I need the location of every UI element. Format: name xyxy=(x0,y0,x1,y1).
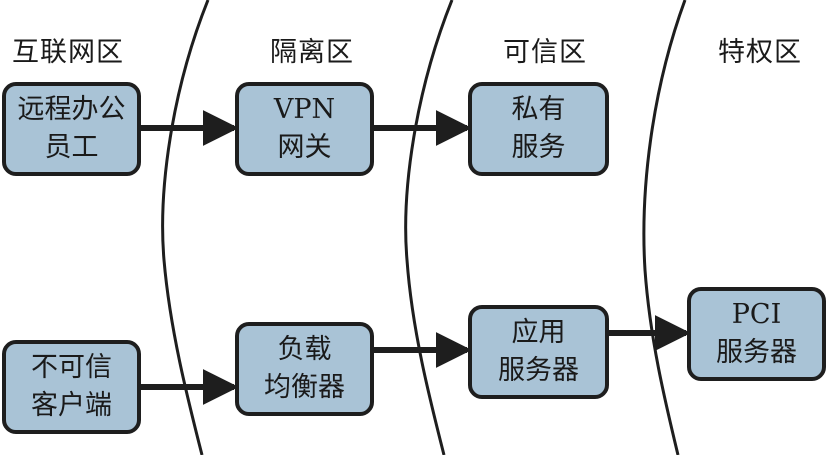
node-app-server: 应用 服务器 xyxy=(468,305,609,399)
node-untrusted-client-line-2: 客户端 xyxy=(31,390,112,421)
node-vpn-gateway-line-1: VPN xyxy=(273,94,336,125)
node-private-service-line-1: 私有 xyxy=(511,94,566,125)
node-pci-server-line-1: PCI xyxy=(731,299,782,330)
node-app-server-line-1: 应用 xyxy=(511,317,566,348)
node-vpn-gateway: VPN 网关 xyxy=(235,82,374,176)
zone-label-dmz: 隔离区 xyxy=(270,37,354,68)
node-load-balancer-line-2: 均衡器 xyxy=(264,372,345,403)
zone-label-trusted: 可信区 xyxy=(503,37,587,68)
zone-label-internet: 互联网区 xyxy=(12,37,124,68)
zone-boundary-internet-dmz xyxy=(161,0,210,455)
node-load-balancer: 负载 均衡器 xyxy=(235,322,374,416)
node-vpn-gateway-line-2: 网关 xyxy=(277,132,332,163)
node-untrusted-client-line-1: 不可信 xyxy=(31,352,112,383)
node-private-service: 私有 服务 xyxy=(468,82,609,176)
node-remote-worker: 远程办公 员工 xyxy=(2,82,141,176)
node-remote-worker-line-2: 员工 xyxy=(44,132,99,163)
zone-boundary-dmz-trusted xyxy=(404,0,454,455)
zone-boundary-trusted-privileged xyxy=(642,0,687,455)
node-remote-worker-line-1: 远程办公 xyxy=(17,94,126,125)
node-app-server-line-2: 服务器 xyxy=(498,355,579,386)
node-pci-server: PCI 服务器 xyxy=(687,287,826,381)
node-pci-server-line-2: 服务器 xyxy=(716,337,797,368)
node-untrusted-client: 不可信 客户端 xyxy=(2,340,141,434)
node-load-balancer-line-1: 负载 xyxy=(277,334,332,365)
zone-label-privileged: 特权区 xyxy=(718,37,802,68)
node-private-service-line-2: 服务 xyxy=(511,132,566,163)
